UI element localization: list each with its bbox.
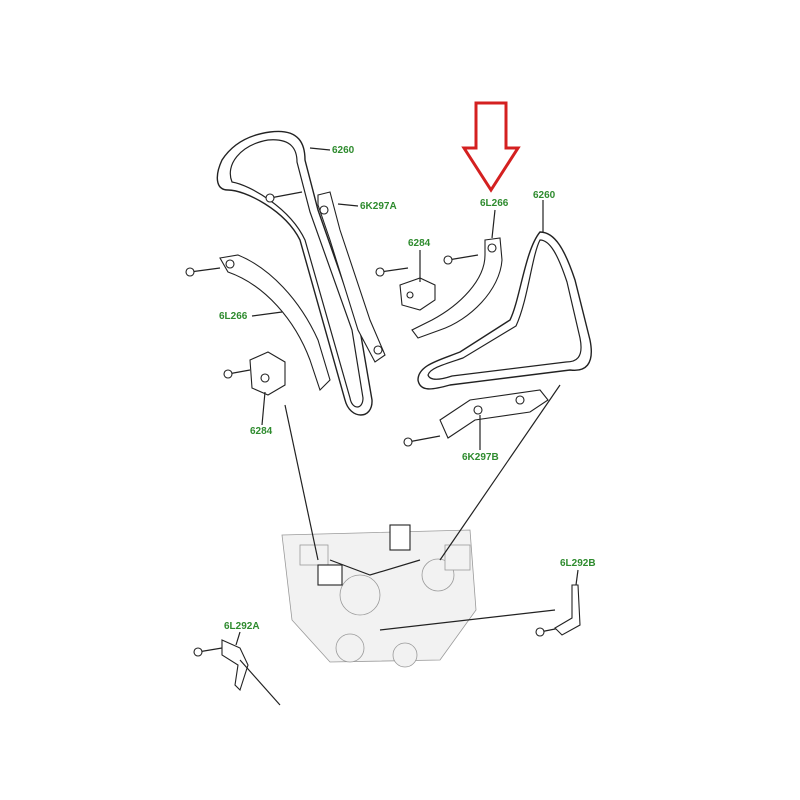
guide-left-6k297a [317,191,386,363]
label-guide-right: 6K297B [462,452,499,463]
label-guide-left: 6K297A [360,201,397,212]
bolts [185,191,561,657]
leader-lines [235,147,579,646]
label-chain-right: 6260 [533,190,556,201]
label-chain-left: 6260 [332,145,355,156]
bracket-right-6l292b [379,584,581,636]
engine-block-illustration [281,524,477,668]
label-tensioner-lower: 6284 [250,426,273,437]
chain-right [417,231,592,390]
label-guide-upper-left: 6L266 [219,311,248,322]
guide-right-6l266 [411,237,503,339]
label-bracket-right: 6L292B [560,558,596,569]
bracket-left-6l292a [221,639,281,706]
tensioner-lower-6284 [249,351,286,396]
tensioner-upper-6284 [399,277,436,311]
chain-left [216,130,373,416]
label-guide-right-indicated: 6L266 [480,198,509,209]
label-bracket-left: 6L292A [224,621,260,632]
guide-upper-left-6l266 [219,254,331,392]
label-tensioner-upper: 6284 [408,238,431,249]
guide-right-6k297b [439,389,549,439]
down-arrow-icon [461,101,521,193]
